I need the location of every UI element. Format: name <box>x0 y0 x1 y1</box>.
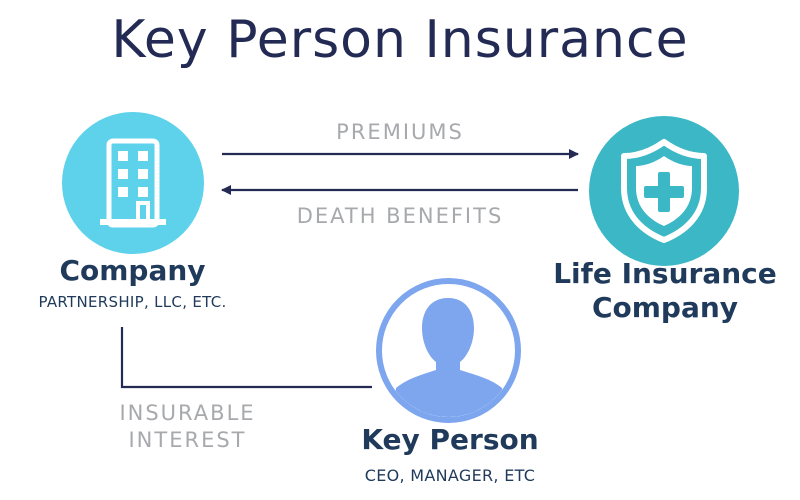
company-sub: PARTNERSHIP, LLC, ETC. <box>38 293 227 311</box>
person-sub: CEO, MANAGER, ETC <box>364 466 536 485</box>
building-icon <box>100 138 166 228</box>
death-benefits-label: DEATH BENEFITS <box>296 204 504 228</box>
shield-plus-icon <box>621 139 707 243</box>
premiums-label: PREMIUMS <box>336 120 464 144</box>
insurer-label-line1: Life Insurance <box>553 257 777 290</box>
insurer-label: Life Insurance Company <box>545 257 785 325</box>
insurable-interest-line2: INTEREST <box>128 428 247 452</box>
insurable-interest-label: INSURABLE INTEREST <box>95 400 280 454</box>
page-title: Key Person Insurance <box>111 10 689 70</box>
company-label: Company <box>59 254 206 287</box>
insurable-interest-line1: INSURABLE <box>119 401 256 425</box>
person-node <box>376 278 521 423</box>
insurable-interest-connector <box>120 327 372 389</box>
company-node <box>62 112 204 254</box>
insurer-label-line2: Company <box>591 291 739 324</box>
person-label: Key Person <box>361 423 539 456</box>
person-silhouette-icon <box>392 298 506 417</box>
insurer-node <box>589 116 739 266</box>
